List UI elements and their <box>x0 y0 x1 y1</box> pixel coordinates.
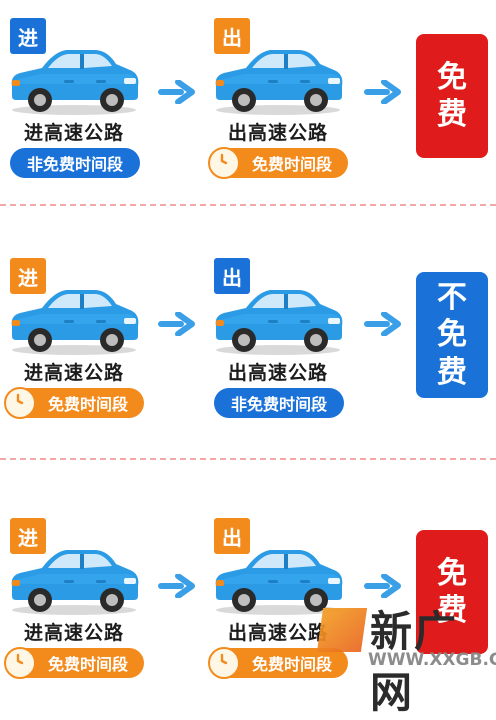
result-badge: 不 免 费 <box>416 272 488 398</box>
watermark-logo-icon <box>316 608 368 652</box>
period-badge: 免费时间段 <box>208 647 348 679</box>
entry-tag: 进 <box>10 518 46 554</box>
exit-label: 出高速公路 <box>227 622 328 644</box>
entry-tag: 进 <box>10 258 46 294</box>
exit-tag: 出 <box>214 518 250 554</box>
result-char: 免 <box>437 317 467 353</box>
exit-tag: 出 <box>214 258 250 294</box>
dashed-divider <box>0 458 496 460</box>
clock-icon <box>208 647 240 679</box>
exit-label: 出高速公路 <box>227 362 328 384</box>
period-badge: 非免费时间段 <box>10 148 140 178</box>
period-label: 免费时间段 <box>47 655 128 674</box>
period-badge: 免费时间段 <box>4 387 144 419</box>
result-char: 费 <box>437 97 467 132</box>
clock-icon <box>4 647 36 679</box>
period-label: 免费时间段 <box>47 395 128 414</box>
arrow-right-icon <box>156 80 196 104</box>
entry-step: 进 进高速公路 免费时间段 <box>4 518 154 688</box>
exit-step: 出 出高速公路 免费时间段 <box>208 518 358 688</box>
result-char: 费 <box>437 354 467 390</box>
result-char: 免 <box>437 59 467 95</box>
exit-tag: 出 <box>214 18 250 54</box>
period-label: 免费时间段 <box>251 655 332 674</box>
entry-label: 进高速公路 <box>23 362 124 384</box>
arrow-right-icon <box>362 312 402 336</box>
watermark: 新广网 WWW.XXGB.CN <box>316 598 496 717</box>
dashed-divider <box>0 204 496 206</box>
entry-label: 进高速公路 <box>23 622 124 644</box>
entry-step: 进 进高速公路 免费时间段 <box>4 258 154 428</box>
period-badge: 非免费时间段 <box>214 388 344 418</box>
rule-row-3: 进 进高速公路 免费时间段 出 出高速公路 免费时间段 免 费 <box>0 518 496 718</box>
rule-row-2: 进 进高速公路 免费时间段 出 出高速公路 非免费时间段 不 免 费 <box>0 258 496 458</box>
entry-label: 进高速公路 <box>23 122 124 144</box>
result-char: 费 <box>437 593 467 628</box>
clock-icon <box>208 147 240 179</box>
exit-step: 出 出高速公路 免费时间段 <box>208 18 358 188</box>
period-badge: 免费时间段 <box>4 647 144 679</box>
result-char: 不 <box>437 279 467 315</box>
entry-tag: 进 <box>10 18 46 54</box>
clock-icon <box>4 387 36 419</box>
arrow-right-icon <box>156 574 196 598</box>
watermark-url: WWW.XXGB.CN <box>368 650 496 670</box>
result-badge: 免 费 <box>416 34 488 158</box>
period-label: 免费时间段 <box>251 155 332 174</box>
result-char: 免 <box>437 555 467 591</box>
exit-label: 出高速公路 <box>227 122 328 144</box>
period-badge: 免费时间段 <box>208 147 348 179</box>
exit-step: 出 出高速公路 非免费时间段 <box>208 258 358 428</box>
arrow-right-icon <box>156 312 196 336</box>
rule-row-1: 进 进高速公路 非免费时间段 出 出高速公路 免费时间段 免 费 <box>0 18 496 218</box>
arrow-right-icon <box>362 574 402 598</box>
arrow-right-icon <box>362 80 402 104</box>
result-badge: 免 费 <box>416 530 488 654</box>
entry-step: 进 进高速公路 非免费时间段 <box>4 18 154 188</box>
